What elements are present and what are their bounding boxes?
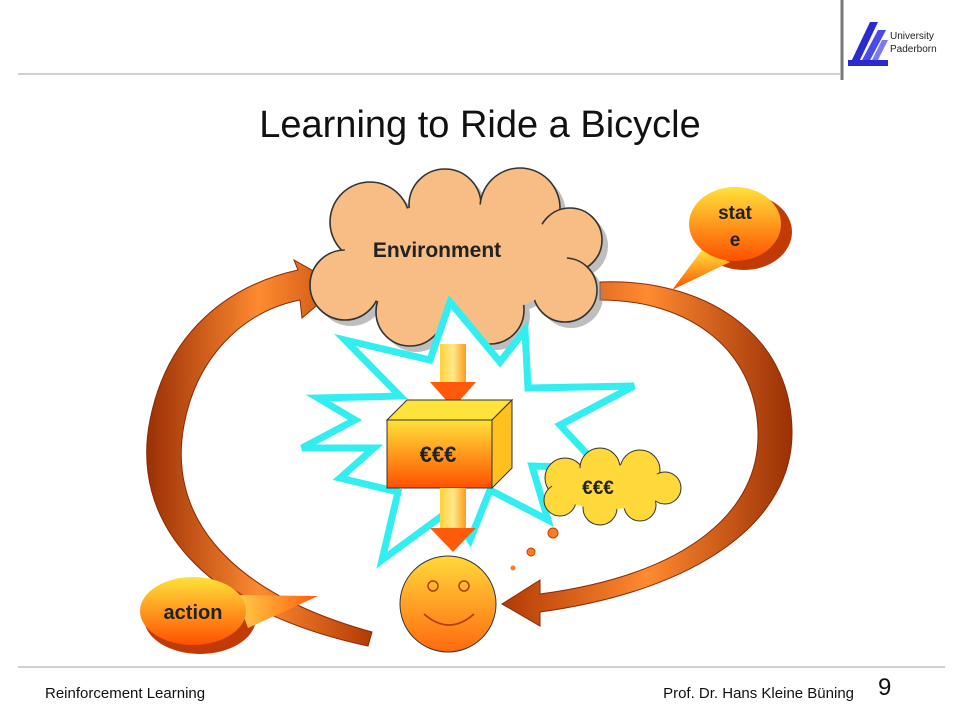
state-bubble (672, 187, 792, 290)
page-title: Learning to Ride a Bicycle (259, 104, 701, 146)
footer-course: Reinforcement Learning (45, 685, 206, 702)
thought-label: €€€ (582, 478, 614, 499)
university-name: University Paderborn (890, 30, 937, 56)
action-label: action (164, 602, 223, 624)
feedback-arrow-right (501, 281, 793, 627)
university-line2: Paderborn (890, 44, 937, 55)
university-logo-icon (848, 22, 888, 66)
state-label-line1: stat (718, 203, 752, 224)
environment-label: Environment (373, 239, 501, 262)
arrow-reward-to-agent (430, 488, 476, 552)
reward-box-label: €€€ (420, 442, 457, 467)
reward-box (385, 398, 514, 490)
action-bubble (140, 577, 318, 654)
agent-face (399, 555, 497, 653)
feedback-arrow-left (146, 258, 373, 647)
thought-bubble-dots (510, 527, 559, 571)
environment-cloud (309, 167, 608, 352)
arrow-env-to-reward (430, 344, 476, 408)
state-label-line2: e (730, 230, 741, 251)
university-line1: University (890, 31, 934, 42)
thought-cloud (543, 447, 682, 526)
footer-author: Prof. Dr. Hans Kleine Büning (663, 685, 854, 702)
page-number: 9 (878, 674, 892, 701)
